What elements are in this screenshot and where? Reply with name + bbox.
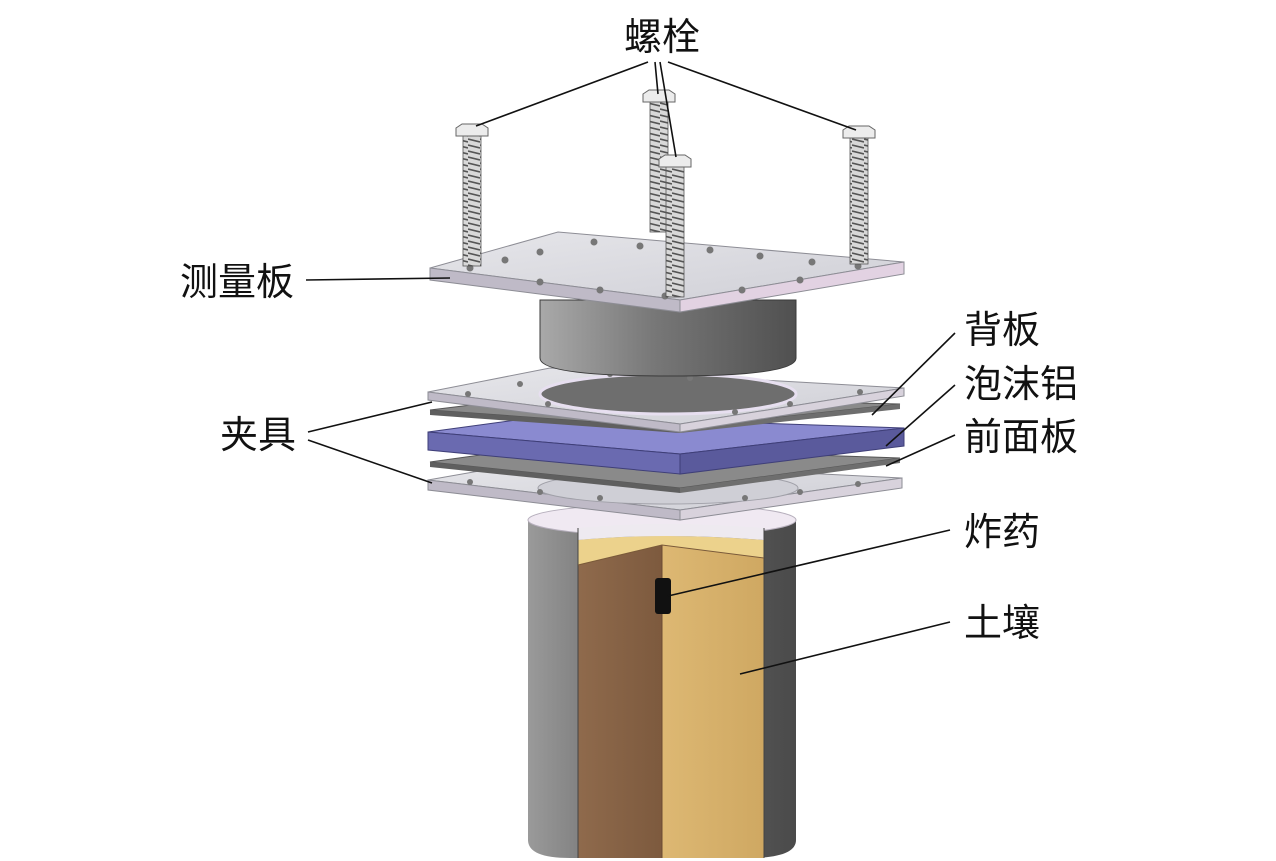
bolt-4 bbox=[842, 125, 876, 265]
label-bolts: 螺栓 bbox=[624, 15, 700, 59]
fixture-plate-upper bbox=[427, 367, 905, 433]
measurement-cylinder bbox=[539, 299, 797, 377]
label-back-plate: 背板 bbox=[964, 308, 1040, 352]
bolt-1 bbox=[455, 123, 489, 267]
label-front-plate: 前面板 bbox=[964, 415, 1078, 459]
label-foam-aluminum: 泡沫铝 bbox=[964, 362, 1078, 406]
soil-cut-face-dark bbox=[578, 545, 662, 858]
leader-lines bbox=[305, 61, 956, 675]
bolt-3 bbox=[658, 154, 692, 298]
soil-tube bbox=[527, 503, 797, 858]
soil-cut-face-light bbox=[662, 545, 764, 858]
label-fixture: 夹具 bbox=[220, 413, 296, 457]
explosive-charge bbox=[655, 578, 671, 614]
label-soil: 土壤 bbox=[964, 601, 1040, 645]
label-explosive: 炸药 bbox=[964, 510, 1040, 554]
foam-aluminum-layer bbox=[427, 415, 905, 475]
label-measure-plate: 测量板 bbox=[180, 260, 294, 304]
